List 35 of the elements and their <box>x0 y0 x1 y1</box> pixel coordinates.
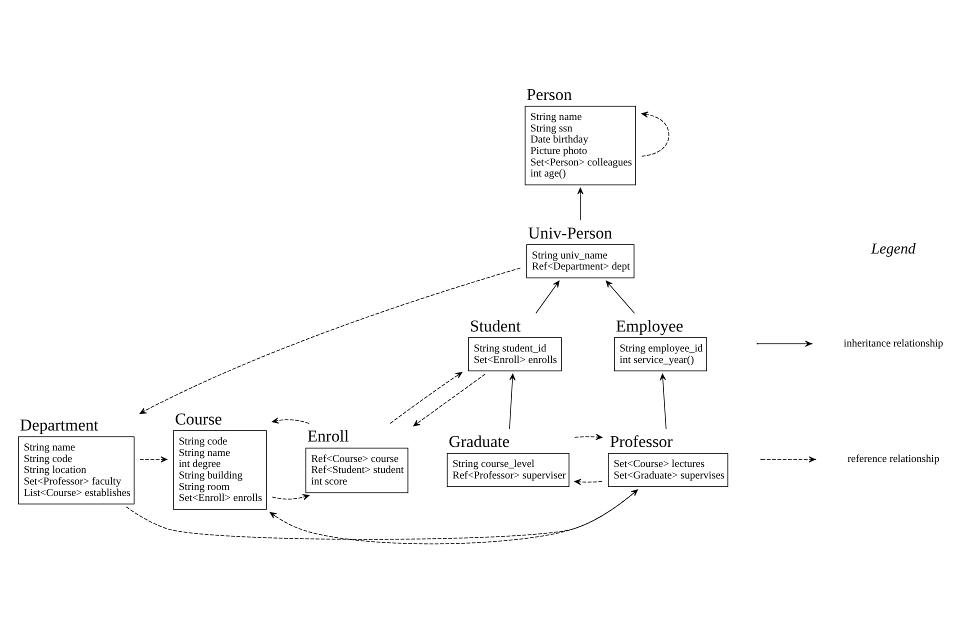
legend-label: reference relationship <box>847 454 940 466</box>
node-label: Graduate <box>448 432 510 452</box>
node-box: String employee_id int service_year() <box>614 337 708 372</box>
arrow <box>140 268 521 414</box>
arrow <box>390 372 462 424</box>
node-box: String univ_name Ref<Department> dept <box>526 244 634 278</box>
arrow <box>413 374 486 426</box>
node-label: Professor <box>610 432 673 452</box>
node-box: String course_level Ref<Professor> superviser <box>446 452 570 488</box>
node-label: Univ-Person <box>528 223 612 242</box>
node-box: String code String name int degree String building String room Set<Enroll> enrolls <box>173 430 267 510</box>
arrow <box>536 280 560 314</box>
node-box: String student_id Set<Enroll> enrolls <box>468 337 562 372</box>
arrow <box>272 494 310 500</box>
arrow <box>660 374 666 430</box>
node-label: Course <box>174 409 222 428</box>
legend-label: inheritance relationship <box>844 338 944 350</box>
node-label: Employee <box>616 316 684 336</box>
node-box: Ref<Course> course Ref<Student> student int score <box>305 448 408 494</box>
arrow <box>574 434 602 440</box>
node-label: Department <box>20 415 98 434</box>
arrow <box>574 478 602 486</box>
node-box: Set<Course> lectures Set<Graduate> supervises <box>608 452 728 488</box>
node-label: Student <box>470 316 521 336</box>
arrow <box>509 374 516 430</box>
node-box: String name String ssn Date birthday Picture photo Set<Person> colleagues int age() <box>524 106 636 186</box>
node-box: String name String code String location Set<Professor> faculty List<Course> establishes <box>18 436 135 504</box>
arrow <box>272 418 310 424</box>
label: Legend <box>871 242 916 258</box>
arrow <box>577 188 584 221</box>
node-label: Person <box>526 84 572 104</box>
arrow <box>606 280 635 314</box>
arrow <box>641 112 670 157</box>
node-label: Enroll <box>307 426 349 446</box>
arrow <box>140 456 168 463</box>
